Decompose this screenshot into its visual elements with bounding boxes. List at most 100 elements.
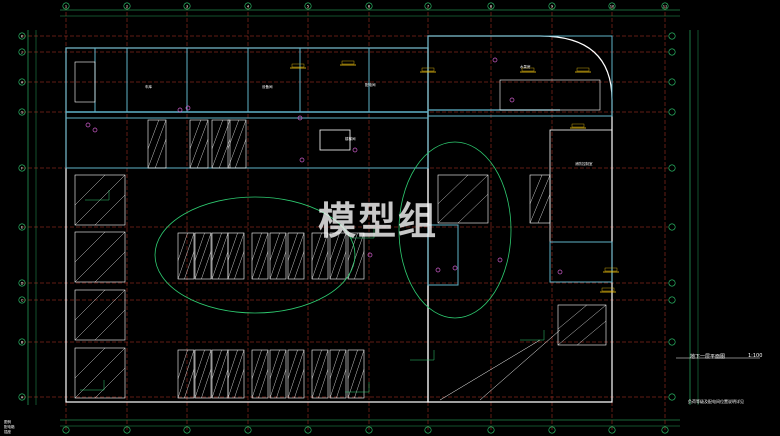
axis-label: F (21, 166, 23, 170)
axis-bubble (123, 426, 131, 434)
axis-label: 6 (368, 5, 371, 9)
parking-hatch (177, 232, 188, 261)
parking-hatch (329, 349, 347, 399)
panel-tag (291, 63, 305, 68)
parking-stall (251, 232, 269, 280)
parking-hatch (94, 367, 126, 399)
parking-stall (74, 231, 126, 283)
parking-stall (74, 174, 126, 226)
service-core-walls (65, 47, 429, 169)
axis-bubble (487, 426, 495, 434)
parking-hatch (184, 369, 195, 399)
room-label: 水泵房 (520, 64, 531, 69)
legend-item: 配电箱 (4, 425, 15, 429)
ramp-room (549, 241, 613, 283)
room-label: 设备间 (262, 84, 273, 89)
axis-label: C (21, 298, 24, 302)
parking-stall (269, 349, 287, 399)
axis-label: B (21, 340, 24, 344)
parking-hatch (227, 349, 245, 399)
room-label: 车库 (145, 84, 152, 89)
axis-bubble (424, 2, 432, 10)
parking-hatch (311, 232, 322, 261)
axis-bubble (661, 2, 669, 10)
axis-bubble (123, 2, 131, 10)
panel-tag (421, 67, 435, 72)
parking-hatch (74, 174, 106, 206)
parking-hatch (354, 369, 365, 399)
device-symbol (297, 115, 303, 121)
device-symbol (352, 147, 358, 153)
parking-hatch (227, 119, 239, 149)
device-symbol (557, 269, 563, 275)
parking-hatch (201, 369, 212, 399)
parking-hatch (234, 369, 245, 399)
parking-hatch (235, 139, 247, 169)
axis-label: K (21, 34, 24, 38)
drawing-title: 地下一层平面图 (690, 354, 726, 360)
parking-hatch (311, 349, 322, 379)
parking-hatch (294, 369, 305, 399)
stair-core (74, 61, 96, 103)
axis-label: 2 (126, 5, 128, 9)
parking-hatch (557, 304, 587, 330)
parking-stall (329, 232, 347, 280)
parking-hatch (354, 251, 365, 280)
parking-stall (437, 174, 489, 224)
panel-tag (601, 287, 615, 292)
parking-hatch (347, 349, 365, 399)
parking-hatch (219, 139, 231, 169)
parking-hatch (147, 119, 159, 149)
parking-stall (189, 119, 209, 169)
parking-hatch (227, 232, 238, 261)
parking-stall (347, 232, 365, 280)
parking-hatch (329, 232, 347, 280)
device-symbol (85, 122, 91, 128)
axis-label: E (21, 225, 24, 229)
axis-bubble (18, 164, 26, 172)
parking-hatch (177, 349, 188, 379)
parking-stall (74, 289, 126, 341)
axis-label: 5 (307, 5, 309, 9)
axis-bubble (668, 32, 676, 40)
axis-bubble (18, 223, 26, 231)
parking-hatch (269, 232, 287, 280)
stair-core (319, 129, 351, 151)
parking-stall (311, 349, 329, 399)
parking-hatch (294, 251, 305, 280)
device-symbol (177, 107, 183, 113)
axis-bubble (548, 2, 556, 10)
parking-hatch (74, 347, 126, 399)
parking-hatch (329, 232, 340, 261)
axis-bubble (668, 48, 676, 56)
outer-wall-right (427, 35, 613, 403)
device-symbol (367, 252, 373, 258)
parking-hatch (329, 349, 340, 379)
parking-hatch (74, 231, 106, 263)
parking-stall (74, 347, 126, 399)
parking-hatch (311, 349, 329, 399)
axis-bubble (424, 426, 432, 434)
parking-hatch (227, 232, 245, 280)
axis-bubble (668, 78, 676, 86)
parking-hatch (287, 232, 298, 261)
parking-hatch (189, 119, 201, 149)
parking-hatch (194, 349, 212, 399)
parking-stall (177, 349, 195, 399)
parking-hatch (201, 251, 212, 280)
parking-hatch (311, 232, 329, 280)
parking-hatch (177, 349, 195, 399)
parking-hatch (437, 174, 469, 204)
parking-hatch (347, 232, 358, 261)
parking-stall (329, 349, 347, 399)
axis-bubble (365, 426, 373, 434)
axis-bubble (668, 108, 676, 116)
driveway-loop (398, 141, 512, 319)
parking-hatch (74, 289, 106, 321)
parking-stall (194, 349, 212, 399)
parking-hatch (251, 349, 262, 379)
axis-bubble (608, 426, 616, 434)
parking-hatch (276, 251, 287, 280)
parking-hatch (537, 194, 551, 224)
